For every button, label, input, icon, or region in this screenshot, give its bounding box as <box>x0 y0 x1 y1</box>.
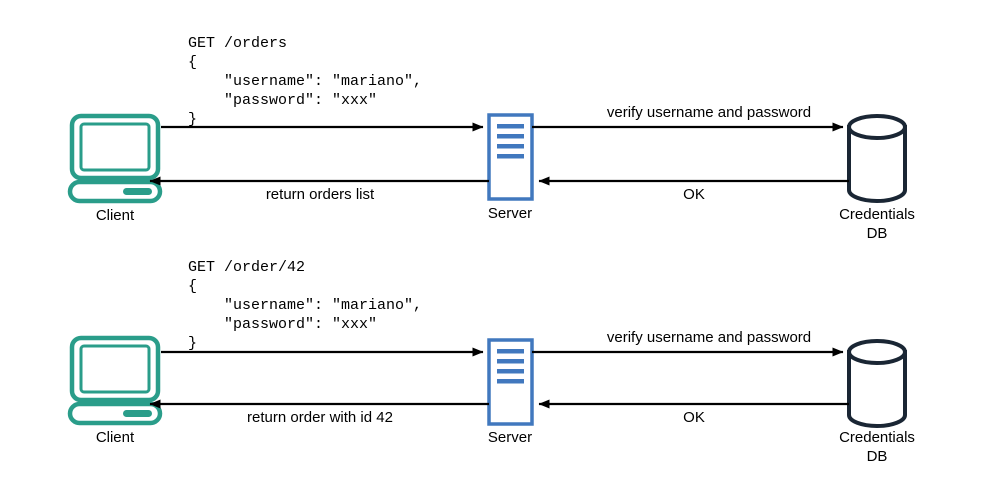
server-label-bottom: Server <box>487 429 533 446</box>
client-icon-top <box>67 113 163 204</box>
edge-label-server-response-top: return orders list <box>265 186 375 203</box>
edge-label-db-response-bottom: OK <box>683 409 705 426</box>
edge-label-verify-bottom: verify username and password <box>606 329 812 346</box>
client-label-bottom: Client <box>95 429 135 446</box>
db-label-bottom-line1: Credentials <box>839 429 915 446</box>
edge-label-server-response-bottom: return order with id 42 <box>247 409 393 426</box>
server-label-top: Server <box>487 205 533 222</box>
server-icon-bottom <box>487 338 534 426</box>
edge-label-verify-top: verify username and password <box>606 104 812 121</box>
db-label-bottom-line2: DB <box>866 448 888 465</box>
db-label-top-line1: Credentials <box>839 206 915 223</box>
request-code-bottom: GET /order/42 { "username": "mariano", "… <box>188 259 423 352</box>
database-icon-top <box>847 114 907 203</box>
edge-label-db-response-top: OK <box>683 186 705 203</box>
client-label-top: Client <box>95 207 135 224</box>
request-code-top: GET /orders { "username": "mariano", "pa… <box>188 35 423 128</box>
client-icon-bottom <box>67 335 163 426</box>
db-label-top-line2: DB <box>866 225 888 242</box>
database-icon-bottom <box>847 339 907 428</box>
server-icon-top <box>487 113 534 201</box>
